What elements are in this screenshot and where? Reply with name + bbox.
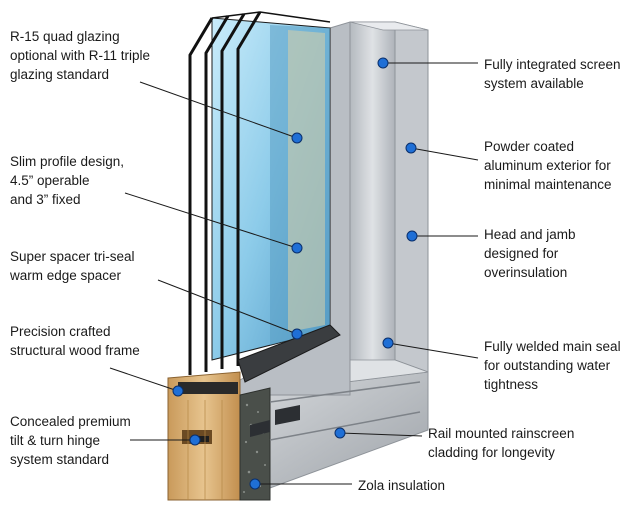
callout-head-jamb: Head and jamb designed for overinsulatio…	[484, 225, 576, 282]
callout-line: aluminum exterior for	[484, 158, 611, 173]
callout-line: designed for	[484, 246, 559, 261]
callout-line: tightness	[484, 377, 539, 392]
callout-dot-head-jamb	[406, 230, 418, 242]
callout-powder-coated: Powder coated aluminum exterior for mini…	[484, 137, 612, 194]
callout-line: Slim profile design,	[10, 154, 125, 169]
callout-dot-main-seal	[382, 337, 394, 349]
callout-dot-zola	[249, 478, 261, 490]
callout-line: Rail mounted rainscreen	[428, 426, 575, 441]
callout-line: Head and jamb	[484, 227, 576, 242]
callout-line: minimal maintenance	[484, 177, 612, 192]
callout-line: Zola insulation	[358, 478, 446, 493]
callout-dot-hinge	[189, 434, 201, 446]
callout-main-seal: Fully welded main seal for outstanding w…	[484, 337, 621, 394]
callout-line: and 3” fixed	[10, 192, 81, 207]
callout-line: structural wood frame	[10, 343, 140, 358]
callout-line: for outstanding water	[484, 358, 611, 373]
callout-line: Concealed premium	[10, 414, 131, 429]
callout-line: 4.5” operable	[10, 173, 90, 188]
callout-screen-system: Fully integrated screen system available	[484, 55, 621, 93]
leader-line-quad-glazing	[139, 81, 298, 139]
callout-line: optional with R-11 triple	[10, 48, 151, 63]
callout-line: glazing standard	[10, 67, 110, 82]
callout-quad-glazing: R-15 quad glazing optional with R-11 tri…	[10, 27, 150, 84]
zola-insulation	[239, 387, 271, 501]
callout-rainscreen: Rail mounted rainscreen cladding for lon…	[428, 424, 574, 462]
callout-line: overinsulation	[484, 265, 568, 280]
callout-line: system available	[484, 76, 584, 91]
glass-panes	[188, 11, 331, 375]
callout-line: R-15 quad glazing	[10, 29, 120, 44]
callout-line: cladding for longevity	[428, 445, 555, 460]
callout-line: tilt & turn hinge	[10, 433, 101, 448]
wood-frame-block	[167, 371, 241, 501]
leader-line-wood-frame	[109, 367, 179, 392]
callout-line: Fully welded main seal	[484, 339, 621, 354]
rainscreen-rails	[250, 381, 421, 441]
callout-dot-rainscreen	[334, 427, 346, 439]
callout-line: Precision crafted	[10, 324, 111, 339]
callout-dot-wood-frame	[172, 385, 184, 397]
callout-line: Super spacer tri-seal	[10, 249, 135, 264]
callout-hinge: Concealed premium tilt & turn hinge syst…	[10, 412, 131, 469]
callout-line: warm edge spacer	[10, 268, 122, 283]
callout-dot-super-spacer	[291, 328, 303, 340]
callout-wood-frame: Precision crafted structural wood frame	[10, 322, 140, 360]
callout-zola: Zola insulation	[358, 476, 445, 495]
callout-dot-slim-profile	[291, 242, 303, 254]
aluminum-jamb	[349, 21, 429, 397]
callout-dot-powder-coated	[405, 142, 417, 154]
callout-line: Fully integrated screen	[484, 57, 621, 72]
callout-dot-quad-glazing	[291, 132, 303, 144]
callout-dot-screen-system	[377, 57, 389, 69]
callout-super-spacer: Super spacer tri-seal warm edge spacer	[10, 247, 135, 285]
leader-line-super-spacer	[157, 279, 298, 335]
leader-line-rainscreen	[339, 432, 423, 437]
callout-line: system standard	[10, 452, 110, 467]
leader-line-main-seal	[387, 342, 479, 359]
callout-slim-profile: Slim profile design, 4.5” operable and 3…	[10, 152, 124, 209]
leader-line-slim-profile	[124, 192, 298, 249]
leader-line-powder-coated	[410, 147, 479, 161]
callout-line: Powder coated	[484, 139, 575, 154]
